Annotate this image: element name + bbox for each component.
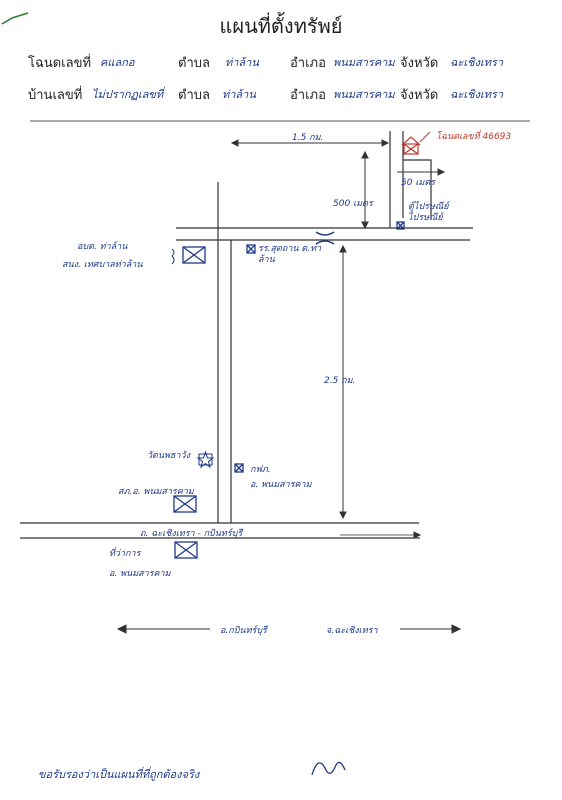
- province-label-1: จังหวัด: [400, 56, 439, 71]
- tambon-label-2: ตำบล: [178, 88, 210, 103]
- electricity-label-2: อ. พนมสารคาม: [250, 480, 312, 490]
- distance-vertical-label: 500 เมตร: [333, 199, 373, 209]
- sao-label-2: สนง. เทศบาลท่าล้าน: [62, 260, 143, 270]
- tambon-label-1: ตำบล: [178, 56, 210, 71]
- amphoe-label-2: อำเภอ: [290, 88, 326, 103]
- police-label: สภ.อ. พนมสารคาม: [118, 487, 194, 497]
- deed-label: โฉนดเลขที่: [28, 56, 92, 71]
- police-station-icon: [173, 495, 197, 513]
- kiosk-icon: [396, 221, 405, 230]
- house-value: ไม่ปรากฏเลขที่: [92, 88, 164, 101]
- direction-right-label: จ.ฉะเชิงเทรา: [326, 626, 378, 636]
- highway-label: ถ. ฉะเชิงเทรา - กบินทร์บุรี: [140, 529, 243, 539]
- school-icon: [246, 244, 256, 254]
- distance-small-label: 50 เมตร: [401, 178, 436, 188]
- district-office-label-1: ที่ว่าการ: [109, 549, 141, 559]
- district-office-label-2: อ. พนมสารคาม: [109, 569, 171, 579]
- kiosk-label: ตู้ไปรษณีย์ ไปรษณีย์: [408, 202, 449, 223]
- check-mark-icon: [1, 12, 29, 25]
- sao-label-1: อบต. ท่าล้าน: [77, 242, 128, 252]
- district-office-icon: [174, 541, 198, 559]
- school-label: รร.สุดถาน ต.ท่าล้าน: [258, 244, 322, 265]
- province-label-2: จังหวัด: [400, 88, 439, 103]
- amphoe-value-1: พนมสารคาม: [333, 56, 395, 69]
- tambon-value-2: ท่าล้าน: [222, 88, 256, 101]
- province-value-2: ฉะเชิงเทรา: [450, 88, 504, 101]
- temple-label: วัดนพธาวัง: [147, 451, 190, 461]
- distance-top-label: 1.5 กม.: [292, 133, 324, 143]
- tambon-value-1: ท่าล้าน: [225, 56, 259, 69]
- deed-value: คแลกอ: [100, 56, 135, 69]
- property-boundary: [403, 159, 432, 218]
- temple-icon: [196, 450, 215, 469]
- page-title: แผนที่ตั้งทรัพย์: [219, 14, 343, 38]
- province-value-1: ฉะเชิงเทรา: [450, 56, 504, 69]
- electricity-label-1: กฟภ.: [250, 465, 271, 475]
- certification-text: ขอรับรองว่าเป็นแผนที่ที่ถูกต้องจริง: [38, 768, 200, 781]
- sao-building-icon: [182, 246, 206, 264]
- bridge-icon: [315, 231, 335, 245]
- signature-mark: [311, 761, 346, 776]
- brace-mark: [171, 248, 175, 265]
- property-deed-label: โฉนดเลขที่ 46693: [436, 132, 512, 142]
- house-label: บ้านเลขที่: [28, 88, 83, 103]
- distance-long-label: 2.5 กม.: [324, 376, 356, 386]
- amphoe-label-1: อำเภอ: [290, 56, 326, 71]
- electricity-office-icon: [234, 463, 244, 473]
- direction-left-label: อ.กบินทร์บุรี: [220, 626, 267, 636]
- amphoe-value-2: พนมสารคาม: [333, 88, 395, 101]
- property-house-icon: [401, 136, 421, 155]
